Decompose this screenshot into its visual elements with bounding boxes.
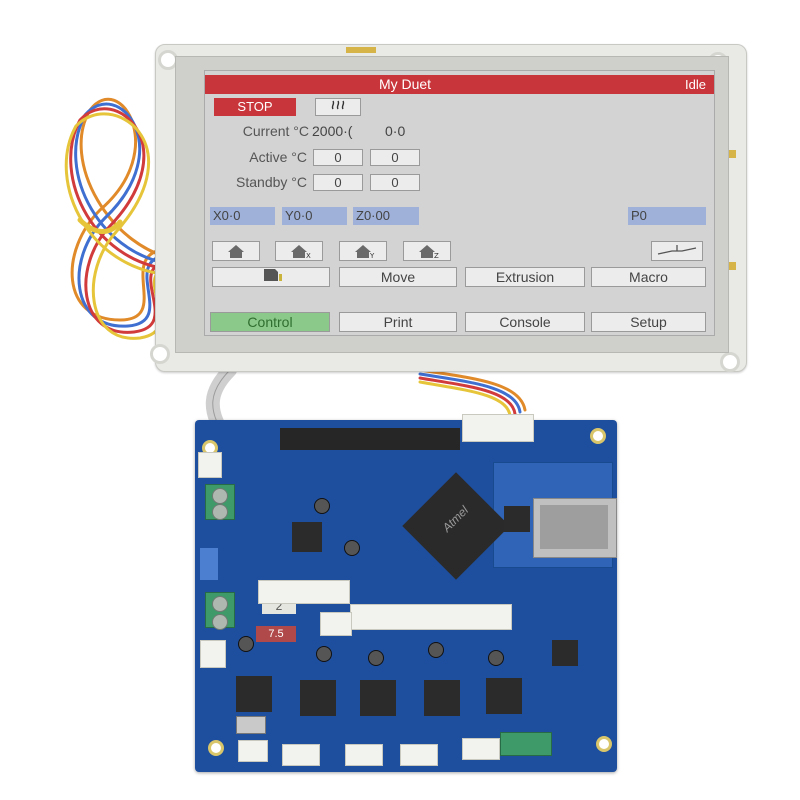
- solder-pad: [728, 262, 736, 270]
- home-z-icon[interactable]: Z: [403, 241, 451, 261]
- bed-compensation-icon[interactable]: [651, 241, 703, 261]
- terminal-screw: [212, 504, 228, 520]
- capacitor: [428, 642, 444, 658]
- stop-button[interactable]: STOP: [214, 98, 296, 116]
- phy-chip: [504, 506, 530, 532]
- current-temp-tool: 0·0: [385, 123, 406, 139]
- terminal-screw: [212, 488, 228, 504]
- capacitor: [344, 540, 360, 556]
- heater-icon[interactable]: [315, 98, 361, 116]
- x-position: X0·0: [210, 207, 275, 225]
- tab-print[interactable]: Print: [339, 312, 457, 332]
- svg-text:X: X: [306, 252, 311, 260]
- capacitor: [368, 650, 384, 666]
- active-temp-bed-field[interactable]: 0: [313, 149, 363, 166]
- files-button[interactable]: [212, 267, 330, 287]
- active-temp-tool-field[interactable]: 0: [370, 149, 420, 166]
- stepper-driver: [236, 676, 272, 712]
- display-connector: [462, 414, 534, 442]
- solder-pad: [728, 150, 736, 158]
- expansion-connector: [282, 744, 320, 766]
- standby-temp-bed-field[interactable]: 0: [313, 174, 363, 191]
- sd-card-icon: [260, 269, 282, 285]
- mounting-hole: [150, 344, 170, 364]
- mounting-hole: [590, 428, 606, 444]
- macro-button[interactable]: Macro: [591, 267, 706, 287]
- move-button[interactable]: Move: [339, 267, 457, 287]
- y-position: Y0·0: [282, 207, 347, 225]
- title-bar: My Duet Idle: [205, 75, 714, 94]
- z-position: Z0·00: [353, 207, 419, 225]
- standby-temp-label: Standby °C: [236, 174, 307, 190]
- heater-connector: [320, 612, 352, 636]
- motor-connectors: [350, 604, 512, 630]
- stepper-driver: [424, 680, 460, 716]
- ribbon-header: [280, 428, 460, 450]
- flex-connector: [346, 47, 376, 53]
- terminal-screw: [212, 614, 228, 630]
- current-temp-bed: 2000·(: [312, 123, 353, 139]
- endstop-connectors: [258, 580, 350, 604]
- probe-value: P0: [628, 207, 706, 225]
- capacitor: [316, 646, 332, 662]
- tab-console[interactable]: Console: [465, 312, 585, 332]
- expansion-connector: [462, 738, 500, 760]
- mounting-hole: [208, 740, 224, 756]
- sensor-chip: [552, 640, 578, 666]
- mounting-hole: [720, 352, 740, 372]
- fuse-large: 7.5: [256, 626, 296, 642]
- tab-setup[interactable]: Setup: [591, 312, 706, 332]
- fan-connector: [198, 452, 222, 478]
- capacitor: [488, 650, 504, 666]
- svg-text:Z: Z: [434, 252, 439, 260]
- fan-connector: [200, 640, 226, 668]
- output-terminal: [500, 732, 552, 756]
- ethernet-jack-opening: [540, 505, 608, 549]
- home-x-icon[interactable]: X: [275, 241, 323, 261]
- expansion-connector: [400, 744, 438, 766]
- tab-control[interactable]: Control: [210, 312, 330, 332]
- home-all-icon[interactable]: [212, 241, 260, 261]
- terminal-screw: [212, 596, 228, 612]
- current-temp-label: Current °C: [242, 123, 309, 139]
- stepper-driver: [300, 680, 336, 716]
- capacitor: [314, 498, 330, 514]
- stepper-driver: [360, 680, 396, 716]
- lcd-screen: My Duet Idle STOP Current °C 2000·( 0·0 …: [204, 70, 715, 336]
- active-temp-label: Active °C: [249, 149, 307, 165]
- status-text: Idle: [685, 77, 706, 92]
- machine-name: My Duet: [378, 76, 432, 92]
- expansion-connector: [345, 744, 383, 766]
- mounting-hole: [596, 736, 612, 752]
- capacitor: [238, 636, 254, 652]
- home-y-icon[interactable]: Y: [339, 241, 387, 261]
- stepper-driver: [486, 678, 522, 714]
- jumper-switch: [200, 548, 218, 580]
- regulator-chip: [292, 522, 322, 552]
- expansion-connector: [238, 740, 268, 762]
- extrusion-button[interactable]: Extrusion: [465, 267, 585, 287]
- standby-temp-tool-field[interactable]: 0: [370, 174, 420, 191]
- usb-port: [236, 716, 266, 734]
- svg-text:Y: Y: [369, 252, 375, 260]
